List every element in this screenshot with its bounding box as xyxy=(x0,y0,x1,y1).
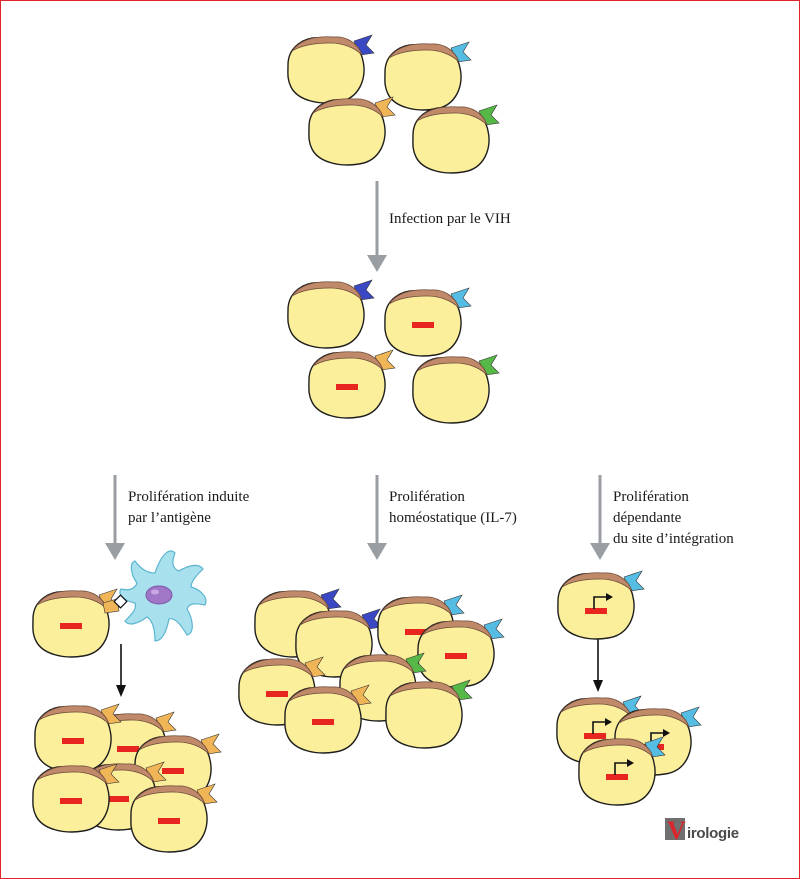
antigen-expansion-arrow xyxy=(116,644,126,697)
integrated-provirus xyxy=(62,738,84,744)
promoter-arrow-icon xyxy=(593,596,608,609)
cells-layer xyxy=(32,34,702,853)
homeostatic-label-line1: Prolifération xyxy=(389,489,465,505)
t-cell xyxy=(412,354,500,424)
integration-label-line1: Prolifération xyxy=(613,489,689,505)
logo-text: irologie xyxy=(687,825,739,842)
antigen-icon xyxy=(113,594,128,609)
cell-cap xyxy=(421,620,493,640)
promoter-arrowhead-icon xyxy=(605,718,612,726)
cell-cap xyxy=(343,654,415,674)
antigen-label-line1: Prolifération induite xyxy=(128,489,250,505)
infected-t-cell xyxy=(578,736,666,806)
cell-cap xyxy=(561,572,633,592)
integrated-provirus xyxy=(606,774,628,780)
infected-t-cell xyxy=(284,684,372,754)
integration-site-arrow xyxy=(590,475,610,560)
cell-cap xyxy=(138,735,210,755)
antigen-arrow xyxy=(105,475,125,560)
integration-label-line3: du site d’intégration xyxy=(613,531,734,547)
t-cell xyxy=(385,679,473,749)
infected-t-cell xyxy=(417,618,505,688)
integrated-provirus xyxy=(117,746,139,752)
infected-t-cell xyxy=(34,703,122,773)
integrated-provirus xyxy=(405,629,427,635)
homeostatic-arrow xyxy=(367,475,387,560)
cell-cap xyxy=(134,785,206,805)
logo-initial: V xyxy=(667,816,686,845)
integrated-provirus xyxy=(584,733,606,739)
infected-t-cell xyxy=(130,783,218,853)
infection-arrow xyxy=(367,181,387,272)
cell-cap xyxy=(416,356,488,376)
antigen-label-line2: par l’antigène xyxy=(128,510,211,526)
integration-label-line2: dépendante xyxy=(613,510,682,526)
integrated-provirus xyxy=(158,818,180,824)
promoter-arrow-icon xyxy=(592,721,607,734)
cell-cap xyxy=(416,106,488,126)
cell-cap xyxy=(299,610,371,630)
cell-cap xyxy=(291,36,363,56)
integrated-provirus xyxy=(60,623,82,629)
integrated-provirus xyxy=(266,691,288,697)
integrated-provirus xyxy=(107,796,129,802)
infected-t-cell xyxy=(32,588,120,658)
integrated-provirus xyxy=(445,653,467,659)
cell-cap xyxy=(312,98,384,118)
cell-cap xyxy=(288,686,360,706)
cell-cap xyxy=(389,681,461,701)
virologie-logo: V irologie xyxy=(665,816,739,845)
t-cell xyxy=(287,279,375,349)
infection-label: Infection par le VIH xyxy=(389,211,511,227)
t-cell xyxy=(412,104,500,174)
promoter-arrow-icon xyxy=(614,762,629,775)
cell-cap xyxy=(258,590,330,610)
infected-t-cell xyxy=(32,763,120,833)
infected-t-cell xyxy=(308,349,396,419)
cell-cap xyxy=(291,281,363,301)
t-cell xyxy=(287,34,375,104)
cell-cap xyxy=(312,351,384,371)
t-cell xyxy=(308,96,396,166)
dendritic-cell xyxy=(119,550,207,642)
promoter-arrowhead-icon xyxy=(627,759,634,767)
cell-cap xyxy=(36,765,108,785)
antigen-presentation-link xyxy=(102,594,128,614)
cell-cap xyxy=(618,708,690,728)
integrated-provirus xyxy=(60,798,82,804)
integrated-provirus xyxy=(585,608,607,614)
cell-cap xyxy=(242,658,314,678)
cell-cap xyxy=(388,289,460,309)
integrated-provirus xyxy=(336,384,358,390)
homeostatic-label-line2: homéostatique (IL-7) xyxy=(389,510,517,526)
integrated-provirus xyxy=(162,768,184,774)
cell-cap xyxy=(381,596,453,616)
cell-cap xyxy=(582,738,654,758)
infected-t-cell xyxy=(557,570,645,640)
integrated-provirus xyxy=(412,322,434,328)
integrated-provirus xyxy=(312,719,334,725)
cell-cap xyxy=(388,43,460,63)
integration-expansion-arrow xyxy=(593,638,603,692)
promoter-arrowhead-icon xyxy=(606,593,613,601)
promoter-arrowhead-icon xyxy=(663,729,670,737)
t-cell xyxy=(384,41,472,111)
infected-t-cell xyxy=(384,287,472,357)
cell-cap xyxy=(38,705,110,725)
